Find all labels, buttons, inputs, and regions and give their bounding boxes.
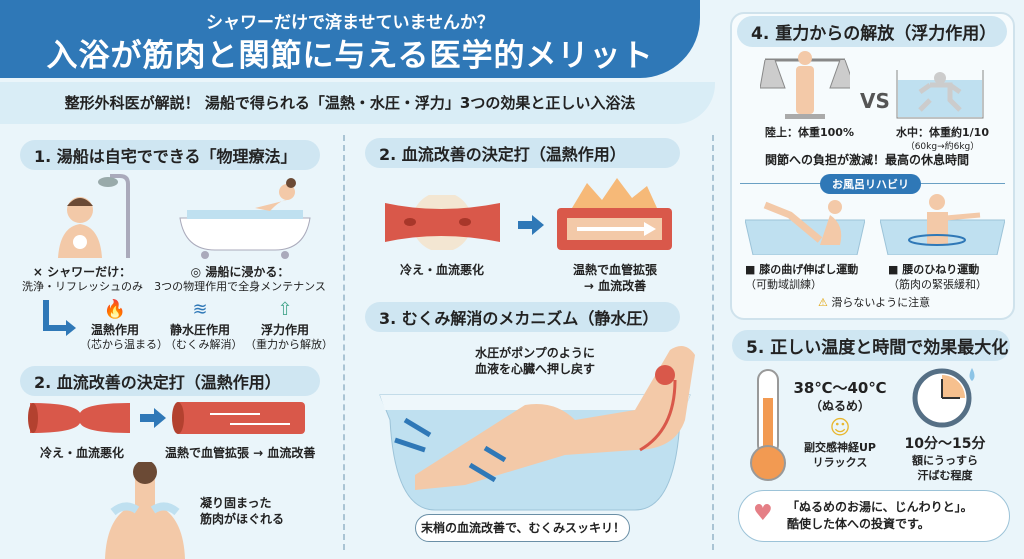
bathtub-illustration xyxy=(179,178,311,259)
quote-text: 酷使した体への投資です。 xyxy=(787,517,930,532)
section4-heading: 4. 重力からの解放（浮力作用） xyxy=(737,16,1007,47)
clock-icon xyxy=(912,368,975,428)
shower-title: × シャワーだけ： xyxy=(32,265,132,279)
water-wave-icon: ≋ xyxy=(192,299,208,320)
subtitle-bar: 整形外科医が解説！ 湯船で得られる「温熱・水圧・浮力」3つの効果と正しい入浴法 xyxy=(0,82,715,124)
hip-twist-illustration xyxy=(880,194,1005,255)
section2-heading: 2. 血流改善の決定打（温熱作用） xyxy=(365,138,680,168)
exercise-title: ■ 腰のひねり運動 xyxy=(888,263,980,276)
up-arrow-wave-icon: ⇧ xyxy=(277,299,293,320)
arrow-icon xyxy=(43,300,76,336)
time-note: 汗ばむ程度 xyxy=(917,468,973,482)
page-title: 入浴が筋肉と関節に与える医学的メリット xyxy=(46,38,654,74)
person-in-water-icon xyxy=(896,70,984,119)
scale-person-icon xyxy=(760,51,850,119)
effect-desc: （むくみ解消） xyxy=(165,338,243,352)
divider xyxy=(343,135,345,550)
section3-heading: 3. むくみ解消のメカニズム（静水圧） xyxy=(365,302,680,332)
caution-text: 滑らないように注意 xyxy=(831,296,931,309)
thermometer-icon xyxy=(750,369,786,481)
shoulder-text: 凝り固まった xyxy=(200,496,272,510)
knee-exercise-illustration xyxy=(745,200,865,255)
shoulder-text: 筋肉がほぐれる xyxy=(200,512,285,527)
effect-desc: （芯から温まる） xyxy=(80,338,168,352)
callout-bubble: 末梢の血流改善で、むくみスッキリ！ xyxy=(415,514,630,543)
section4-panel xyxy=(730,12,1015,320)
joint-summary: 関節への負担が激減！最高の休息時間 xyxy=(765,153,970,167)
rehab-badge: お風呂リハビリ xyxy=(820,174,921,194)
vessel-before-label: 冷え・血流悪化 xyxy=(40,446,125,460)
quote-box: ♥ 「ぬるめのお湯に、じんわりと」。 酷使した体への投資です。 xyxy=(738,490,1010,542)
temperature-range: 38℃〜40℃ xyxy=(793,379,887,397)
pressure-note: 水圧がポンプのように xyxy=(475,346,595,360)
effect-name: 温熱作用 xyxy=(90,323,139,338)
arrow-right-icon xyxy=(140,408,166,428)
shower-desc: 洗浄・リフレッシュのみ xyxy=(22,280,143,294)
pressure-note: 血液を心臓へ押し戻す xyxy=(474,362,595,377)
arrow-right-icon xyxy=(518,215,544,235)
vs-label: VS xyxy=(860,89,890,113)
warning-icon: ⚠ xyxy=(818,296,828,309)
bath-time: 10分〜15分 xyxy=(904,436,986,452)
section2-left-heading: 2. 血流改善の決定打（温熱作用） xyxy=(20,366,320,396)
dilated-vessel xyxy=(172,402,305,434)
section5-heading: 5. 正しい温度と時間で効果最大化 xyxy=(732,330,1010,361)
smile-icon: ☺ xyxy=(829,415,851,440)
header-kicker: シャワーだけで済ませていませんか？ xyxy=(206,13,494,33)
time-note: 額にうっすら xyxy=(912,453,978,467)
heart-icon: ♥ xyxy=(753,501,773,526)
shoulder-illustration xyxy=(105,462,185,559)
exercise-title: ■ 膝の曲げ伸ばし運動 xyxy=(745,263,859,276)
vessel-after-label: 温熱で血管拡張 xyxy=(572,263,657,277)
quote-text: 「ぬるめのお湯に、じんわりと」。 xyxy=(787,500,973,514)
vessel-after-label: → 血流改善 xyxy=(583,279,647,294)
vessel-before-label: 冷え・血流悪化 xyxy=(400,263,485,277)
subtitle: 整形外科医が解説！ 湯船で得られる「温熱・水圧・浮力」3つの効果と正しい入浴法 xyxy=(64,94,636,112)
temperature-note: （ぬるめ） xyxy=(809,399,870,414)
bath-title: ◎ 湯船に浸かる： xyxy=(190,265,290,279)
narrow-vessel xyxy=(28,403,130,433)
shower-illustration xyxy=(58,174,130,258)
exercise-desc: （筋肉の緊張緩和） xyxy=(888,277,987,291)
effect-desc: （重力から解放） xyxy=(245,338,333,352)
water-weight-example: （60kg→約6kg） xyxy=(905,141,980,152)
effect-name: 浮力作用 xyxy=(260,323,309,338)
header-banner: シャワーだけで済ませていませんか？ 入浴が筋肉と関節に与える医学的メリット xyxy=(0,0,700,78)
vessel-after-label: 温熱で血管拡張 → 血流改善 xyxy=(165,446,316,460)
flame-icon: 🔥 xyxy=(103,299,127,320)
divider xyxy=(712,135,714,550)
effect-name: 静水圧作用 xyxy=(169,323,230,338)
water-weight: 水中：体重約1/10 xyxy=(896,126,989,139)
temperature-effect: 副交感神経UP xyxy=(804,441,876,455)
warm-vessel xyxy=(557,178,672,250)
exercise-desc: （可動域訓練） xyxy=(745,277,822,291)
bath-desc: 3つの物理作用で全身メンテナンス xyxy=(154,280,326,294)
legs-in-tub-illustration xyxy=(379,346,695,511)
section1-heading: 1. 湯船は自宅でできる「物理療法」 xyxy=(20,140,320,170)
temperature-effect: リラックス xyxy=(812,456,868,470)
cold-vessel xyxy=(385,195,500,250)
land-weight: 陸上：体重100% xyxy=(765,126,854,139)
